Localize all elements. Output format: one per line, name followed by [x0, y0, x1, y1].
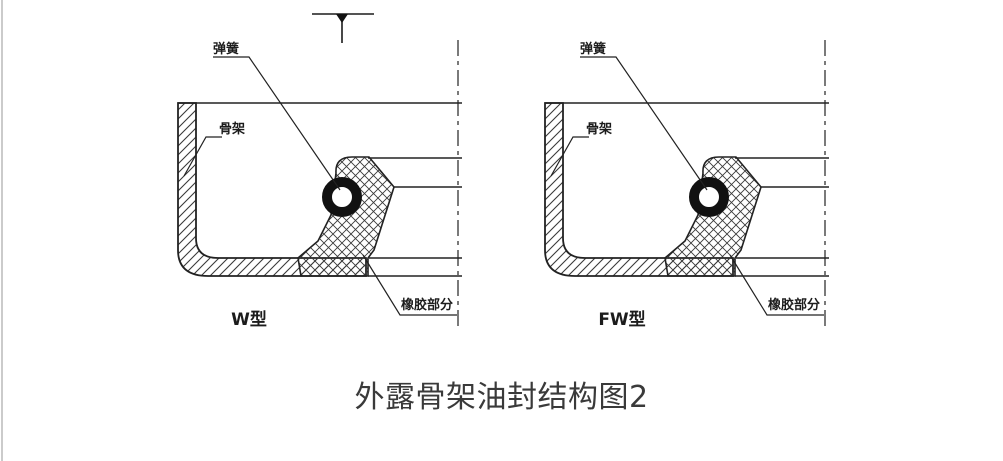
- seal-diagram-fw: 弹簧 骨架 橡胶部分 FW型: [544, 40, 829, 330]
- rubber-label: 橡胶部分: [768, 297, 820, 313]
- frame-leader-line: [183, 136, 222, 177]
- frame-label: 骨架: [219, 121, 245, 137]
- seal-type-label-fw: FW型: [598, 309, 645, 330]
- spring-ring: [322, 177, 362, 217]
- seal-diagram-w: 弹簧 骨架 橡胶部分 W型: [177, 40, 462, 330]
- page-edge-strip: [1, 0, 3, 461]
- frame-label: 骨架: [586, 121, 612, 137]
- seal-type-label-w: W型: [231, 309, 267, 330]
- outline-lines: [545, 102, 829, 277]
- datum-marker-triangle-icon: [336, 14, 348, 23]
- spring-leader-line: [213, 56, 341, 191]
- outline-lines: [178, 102, 462, 277]
- spring-label: 弹簧: [580, 41, 606, 57]
- spring-leader-line: [580, 56, 708, 191]
- datum-marker: [312, 13, 374, 43]
- rubber-leader-line: [362, 254, 457, 316]
- spring-label: 弹簧: [213, 41, 239, 57]
- rubber-leader-line: [729, 254, 824, 316]
- spring-ring: [689, 177, 729, 217]
- figure-caption: 外露骨架油封结构图2: [354, 380, 649, 415]
- frame-leader-line: [550, 136, 589, 177]
- rubber-label: 橡胶部分: [401, 297, 453, 313]
